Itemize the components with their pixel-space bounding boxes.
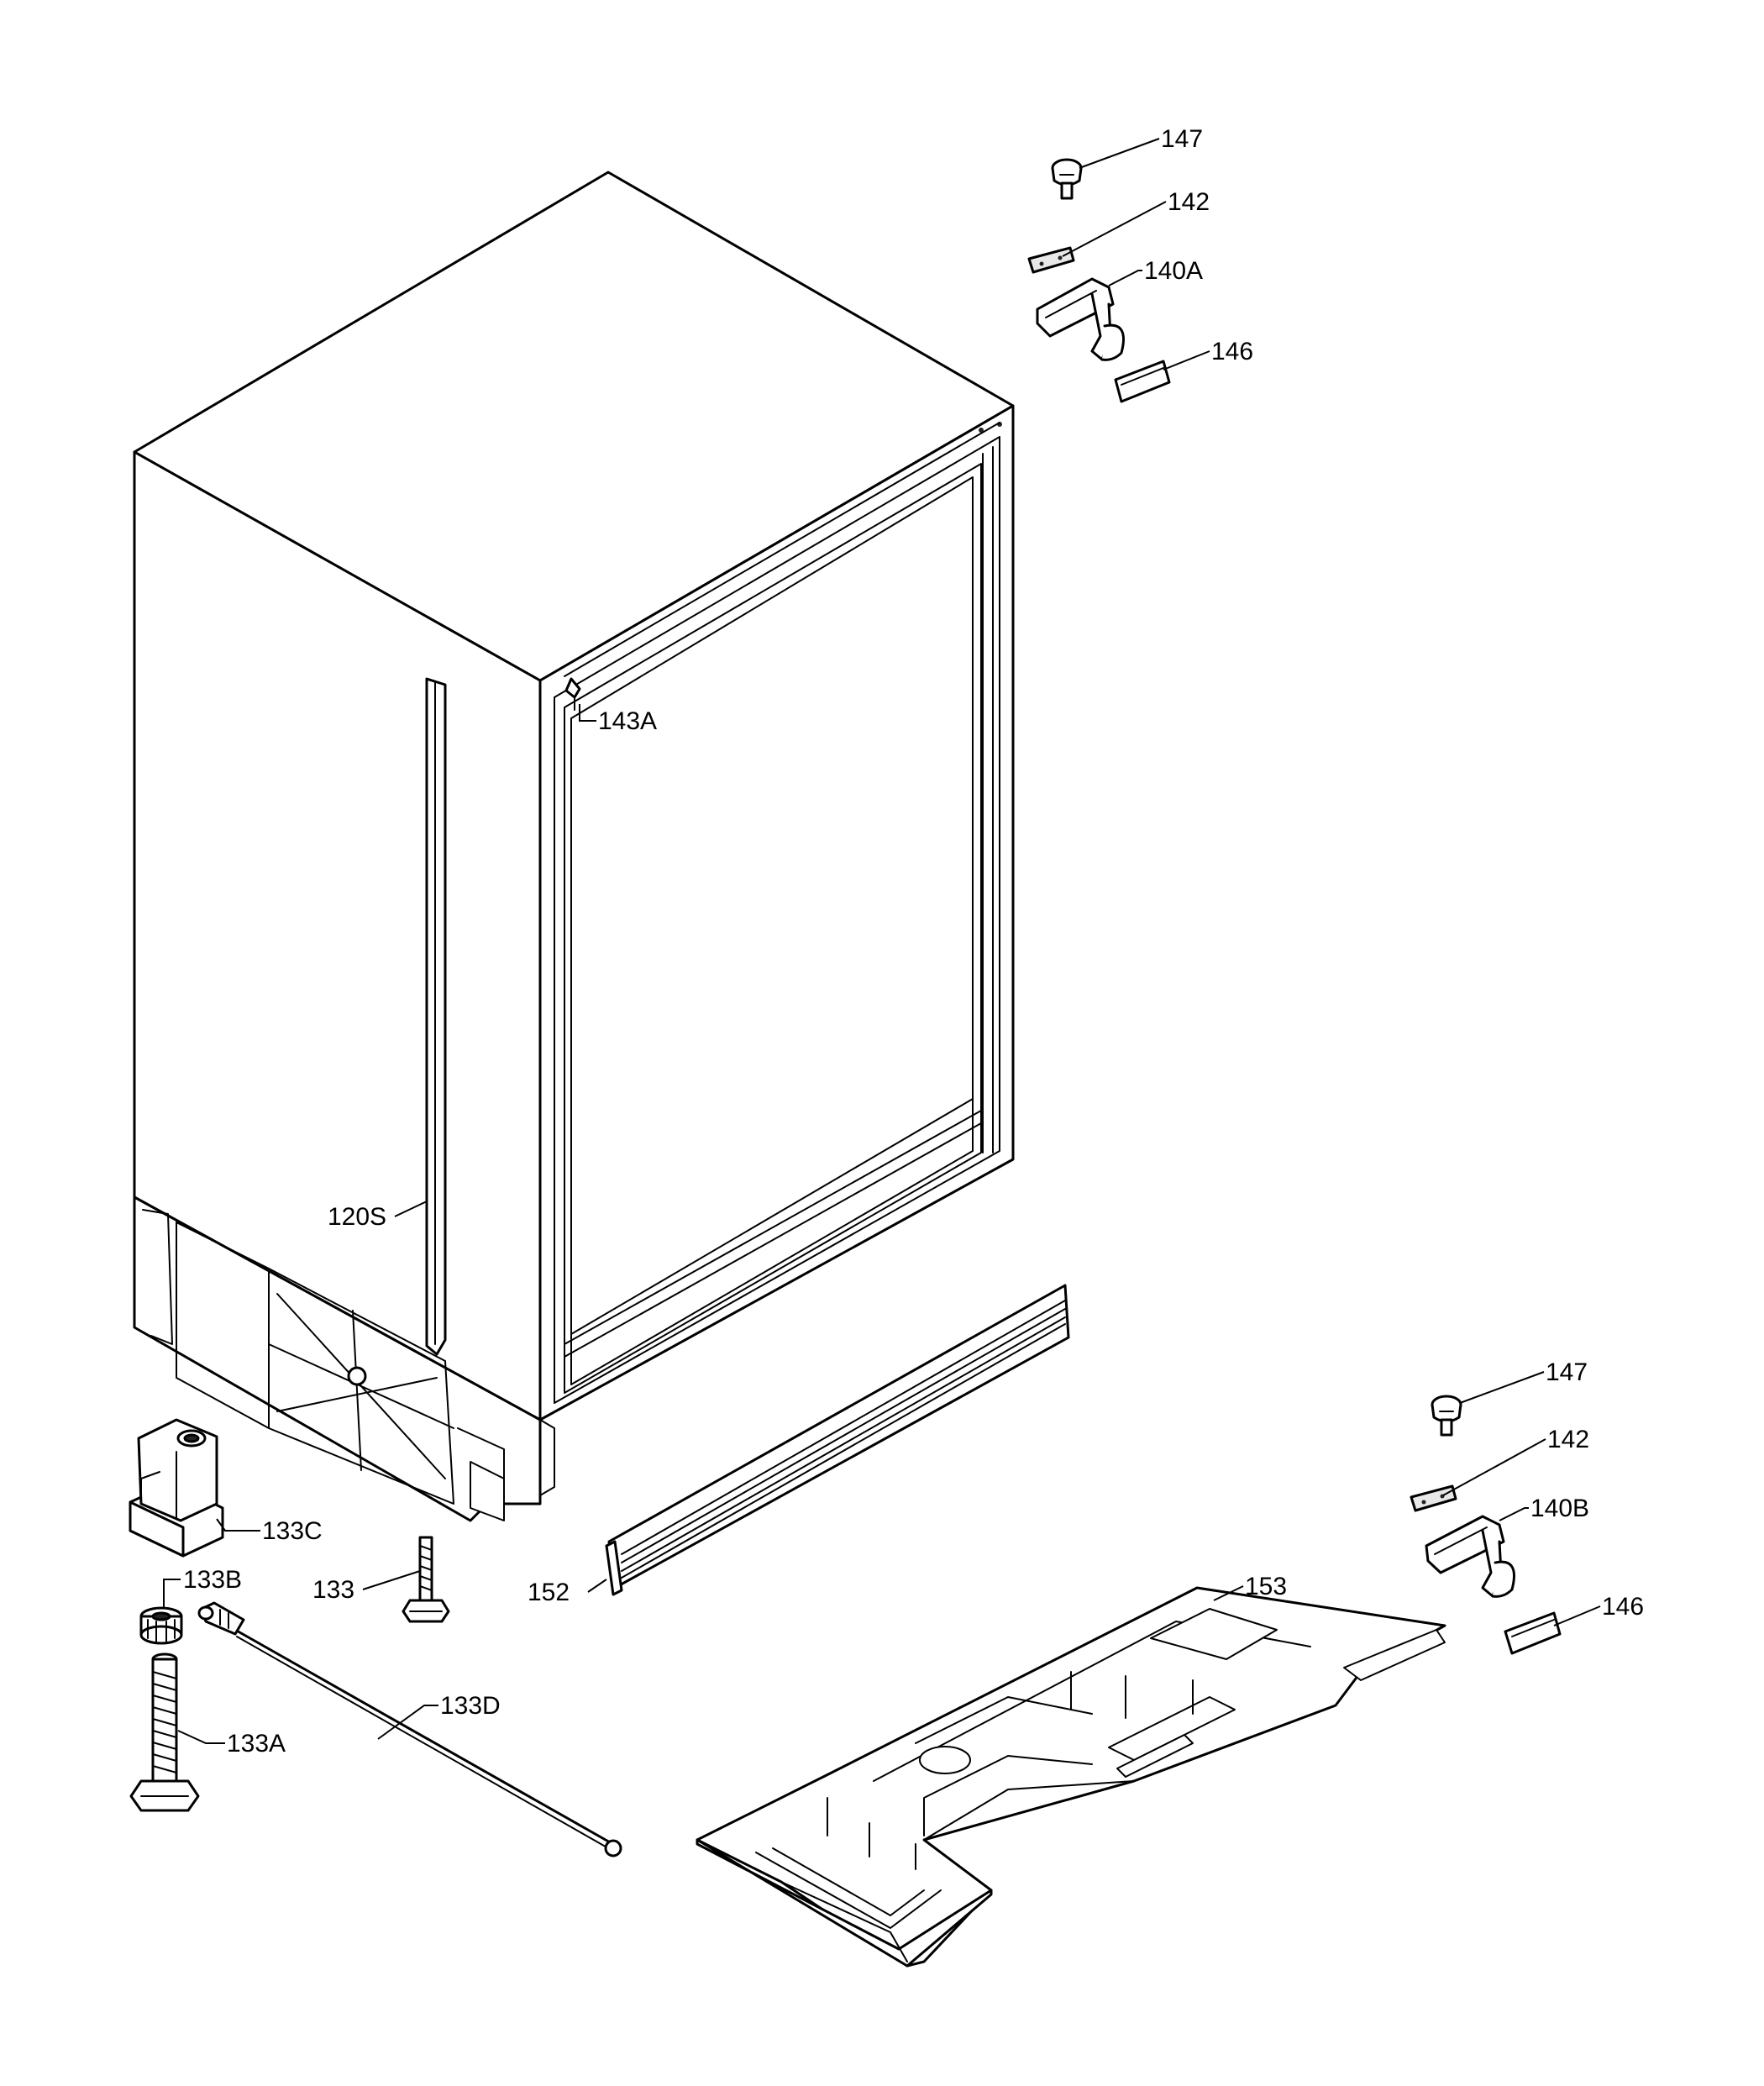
callout-146-top: 146: [1211, 338, 1253, 365]
gear-nut-133B-shape: [139, 1606, 183, 1645]
callout-133D: 133D: [440, 1692, 501, 1720]
callout-leaders: [163, 138, 1601, 1744]
callout-142-bottom: 142: [1547, 1426, 1589, 1453]
label-146-bottom-shape: [1504, 1611, 1562, 1655]
knob-147-top-shape: [1051, 158, 1083, 200]
leveling-leg-133-shape: [402, 1536, 450, 1623]
knob-147-bottom-shape: [1431, 1395, 1462, 1437]
callout-153: 153: [1245, 1573, 1287, 1600]
cabinet-body: [133, 171, 1015, 1522]
callout-146-bottom: 146: [1602, 1593, 1644, 1621]
callout-133A: 133A: [227, 1730, 286, 1758]
callout-120S: 120S: [328, 1203, 386, 1231]
callout-152: 152: [528, 1579, 570, 1606]
callout-140B: 140B: [1530, 1495, 1589, 1522]
kickplate-152-shape: [605, 1284, 1070, 1596]
adjustment-rod-133D-shape: [197, 1601, 622, 1857]
top-hinge-assembly: [1027, 158, 1171, 403]
bottom-hinge-assembly: [1410, 1395, 1562, 1655]
callout-147-top: 147: [1161, 125, 1203, 153]
callout-labels: 147 142 140A 146 143A 120S 147 142 140B …: [183, 125, 1644, 1758]
hinge-bracket-140A-shape: [1036, 277, 1125, 361]
hinge-bracket-140B-shape: [1425, 1515, 1515, 1598]
callout-143A: 143A: [598, 707, 657, 735]
callout-140A: 140A: [1144, 257, 1203, 285]
leveling-bolt-133A-shape: [129, 1653, 200, 1812]
hinge-pin-143A-shape: [564, 677, 581, 711]
leveling-bracket-133C-shape: [129, 1418, 224, 1558]
plate-142-top-shape: [1027, 246, 1075, 274]
drain-pan-153-shape: [696, 1586, 1446, 1968]
callout-142-top: 142: [1168, 188, 1210, 216]
plate-142-bottom-shape: [1410, 1484, 1457, 1512]
callout-133C: 133C: [262, 1517, 323, 1545]
callout-147-bottom: 147: [1546, 1358, 1588, 1386]
label-146-top-shape: [1114, 360, 1171, 403]
callout-133B: 133B: [183, 1566, 242, 1594]
callout-133: 133: [312, 1576, 354, 1604]
